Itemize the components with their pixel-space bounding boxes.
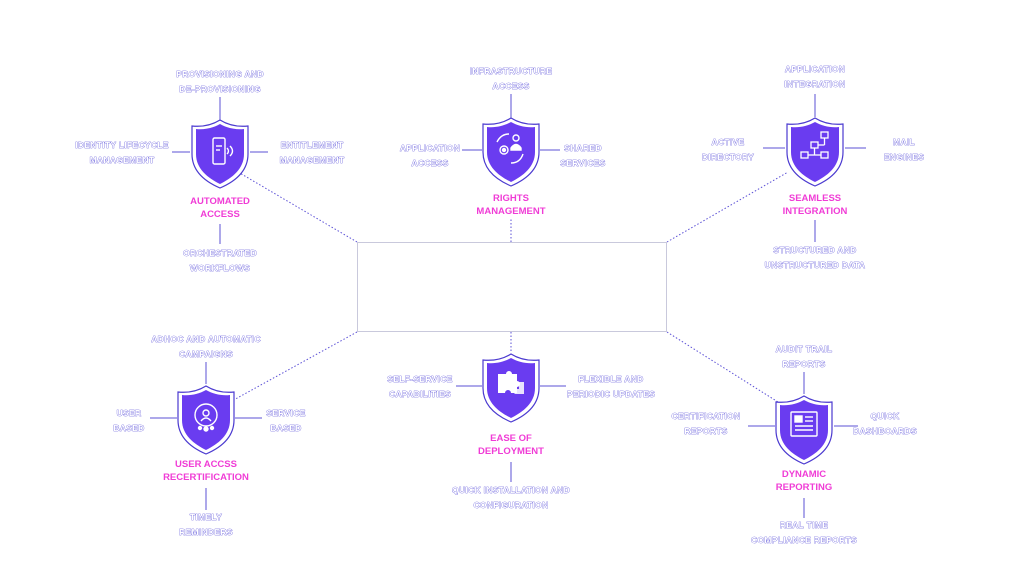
shield-user-access-recertification bbox=[177, 385, 235, 455]
recertification-cycle-icon bbox=[194, 403, 218, 432]
report-document-icon bbox=[790, 411, 818, 437]
puzzle-pieces-icon bbox=[498, 371, 524, 394]
shield-rights-management bbox=[482, 117, 540, 187]
shield-ease-of-deployment bbox=[482, 353, 540, 423]
shield-automated-access bbox=[191, 119, 249, 189]
door-lock-icon bbox=[212, 137, 234, 165]
connector-seamless-integration bbox=[666, 171, 789, 243]
shield-dynamic-reporting bbox=[775, 395, 833, 465]
shield-seamless-integration bbox=[786, 117, 844, 187]
connector-dynamic-reporting bbox=[666, 331, 779, 403]
flowchart-icon bbox=[800, 131, 829, 159]
center-hub-box bbox=[357, 242, 667, 332]
user-gear-cycle-icon bbox=[496, 133, 524, 164]
